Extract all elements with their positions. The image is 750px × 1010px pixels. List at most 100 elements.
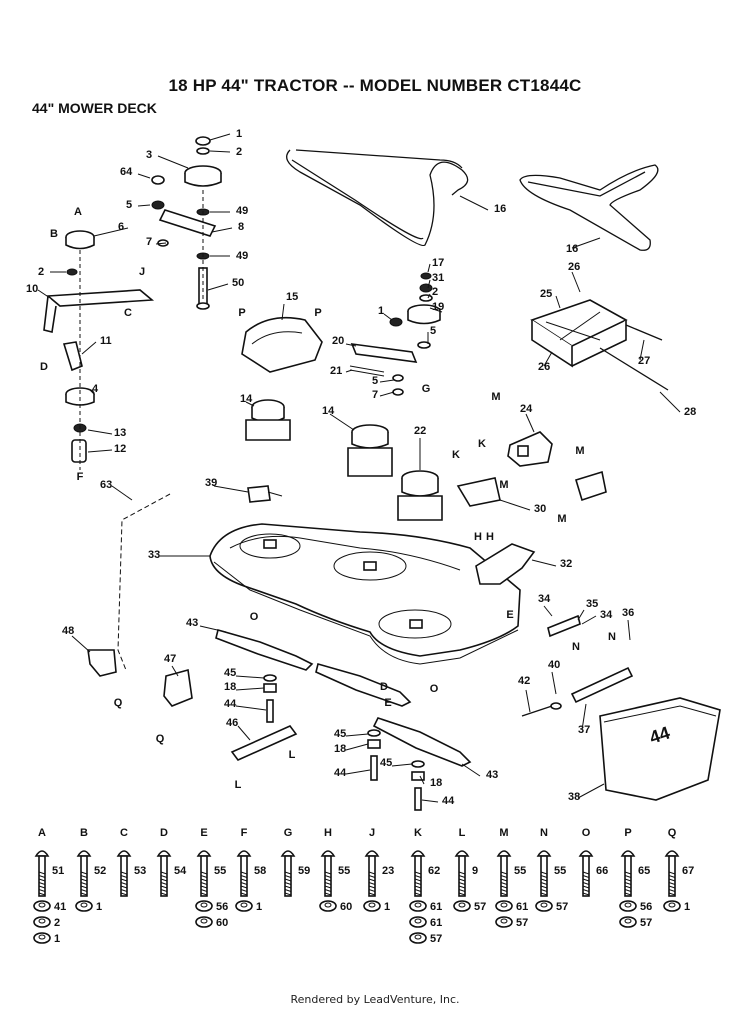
part-callout: 32 [560, 558, 572, 570]
leader-line [379, 391, 395, 397]
part-callout: 24 [520, 403, 533, 415]
leader-line [235, 705, 267, 711]
bracket-48 [87, 649, 117, 677]
hardware-part-number: 60 [340, 901, 352, 913]
hardware-part-number: 57 [640, 917, 652, 929]
hardware-column-letter: O [582, 827, 591, 839]
blade-43-mid [315, 663, 412, 707]
nut-washer-icon [33, 932, 51, 944]
leader-line [235, 687, 265, 691]
leader-line [245, 401, 255, 407]
leader-line [235, 675, 265, 679]
hardware-part-number: 61 [516, 901, 528, 913]
bolt-head-icon [320, 850, 336, 857]
part-callout: 26 [568, 261, 580, 273]
bracket-37 [570, 666, 634, 704]
leader-line [627, 619, 631, 641]
part-callout: 40 [548, 659, 560, 671]
hardware-part-number: 51 [52, 865, 64, 877]
hardware-part-number: 57 [556, 901, 568, 913]
part-callout: 34 [600, 609, 613, 621]
leader-line [499, 499, 531, 511]
mower-deck-33 [209, 523, 521, 665]
blade-hardware [263, 674, 425, 811]
hardware-column-letter: N [540, 827, 548, 839]
arm-46 [230, 725, 298, 761]
hardware-part-number: 60 [216, 917, 228, 929]
nut-washer-icon [195, 900, 213, 912]
leader-line [329, 413, 355, 431]
pulley-14-left [245, 399, 291, 441]
hardware-part-number: 9 [472, 865, 478, 877]
leader-line [543, 605, 553, 617]
frame-reference-letter: O [250, 611, 259, 623]
hardware-column-n: N 55 57 [535, 827, 568, 913]
part-callout: 37 [578, 724, 590, 736]
part-callout: 44 [224, 698, 237, 710]
hardware-column-letter: J [369, 827, 375, 839]
part-callout: 1 [236, 128, 242, 140]
frame-reference-letter: D [40, 361, 48, 373]
frame-reference-letter: N [608, 631, 616, 643]
frame-reference-letter: K [452, 449, 460, 461]
nut-washer-icon [495, 900, 513, 912]
leader-line [81, 341, 97, 355]
bolt-head-icon [620, 850, 636, 857]
hardware-part-number: 2 [54, 917, 60, 929]
frame-reference-letter: N [572, 641, 580, 653]
leader-line [577, 783, 605, 799]
bracket-24 [507, 431, 553, 467]
pulley-14-center [347, 424, 393, 477]
frame-reference-letter: Q [156, 733, 165, 745]
leader-line [427, 293, 431, 299]
nut-washer-icon [75, 900, 93, 912]
bolt-head-icon [280, 850, 296, 857]
hardware-part-number: 41 [54, 901, 66, 913]
frame-reference-letter: J [139, 266, 145, 278]
bracket-29 [575, 470, 607, 502]
part-callout: 31 [432, 272, 444, 284]
hardware-part-number: 53 [134, 865, 146, 877]
part-callout: 14 [322, 405, 335, 417]
hardware-column-letter: D [160, 827, 168, 839]
part-callout: 33 [148, 549, 160, 561]
part-callout: 15 [286, 291, 298, 303]
hardware-part-number: 55 [554, 865, 566, 877]
frame-reference-letter: C [124, 307, 132, 319]
part-callout: 28 [684, 406, 696, 418]
belt-16-right [519, 164, 659, 251]
hardware-part-number: 1 [684, 901, 690, 913]
leader-line [155, 242, 167, 245]
frame-reference-letter: M [557, 513, 566, 525]
part-callout: 30 [534, 503, 546, 515]
part-callout: 13 [114, 427, 126, 439]
leader-line [345, 743, 369, 751]
leader-line [199, 625, 227, 633]
part-callout: 39 [205, 477, 217, 489]
left-spindle [43, 230, 155, 470]
part-callout: 46 [226, 717, 238, 729]
frame-reference-letter: M [575, 445, 584, 457]
nut-washer-icon [663, 900, 681, 912]
part-callout: 34 [538, 593, 551, 605]
right-idler [349, 272, 441, 396]
leader-line [459, 195, 489, 211]
leader-line [659, 391, 681, 413]
nut-washer-icon [33, 916, 51, 928]
hardware-column-letter: C [120, 827, 128, 839]
part-callout: 45 [380, 757, 392, 769]
leader-line [571, 271, 581, 293]
hardware-part-number: 1 [54, 933, 60, 945]
bracket-39 [247, 485, 283, 503]
part-callout: 49 [236, 250, 248, 262]
lift-bracket-25 [530, 299, 669, 391]
frame-reference-letter: B [50, 228, 58, 240]
part-callout: 16 [494, 203, 506, 215]
bolt-head-icon [664, 850, 680, 857]
leader-line [525, 689, 531, 713]
nut-washer-icon [619, 916, 637, 928]
part-callout: 38 [568, 791, 580, 803]
part-callout: 42 [518, 675, 530, 687]
